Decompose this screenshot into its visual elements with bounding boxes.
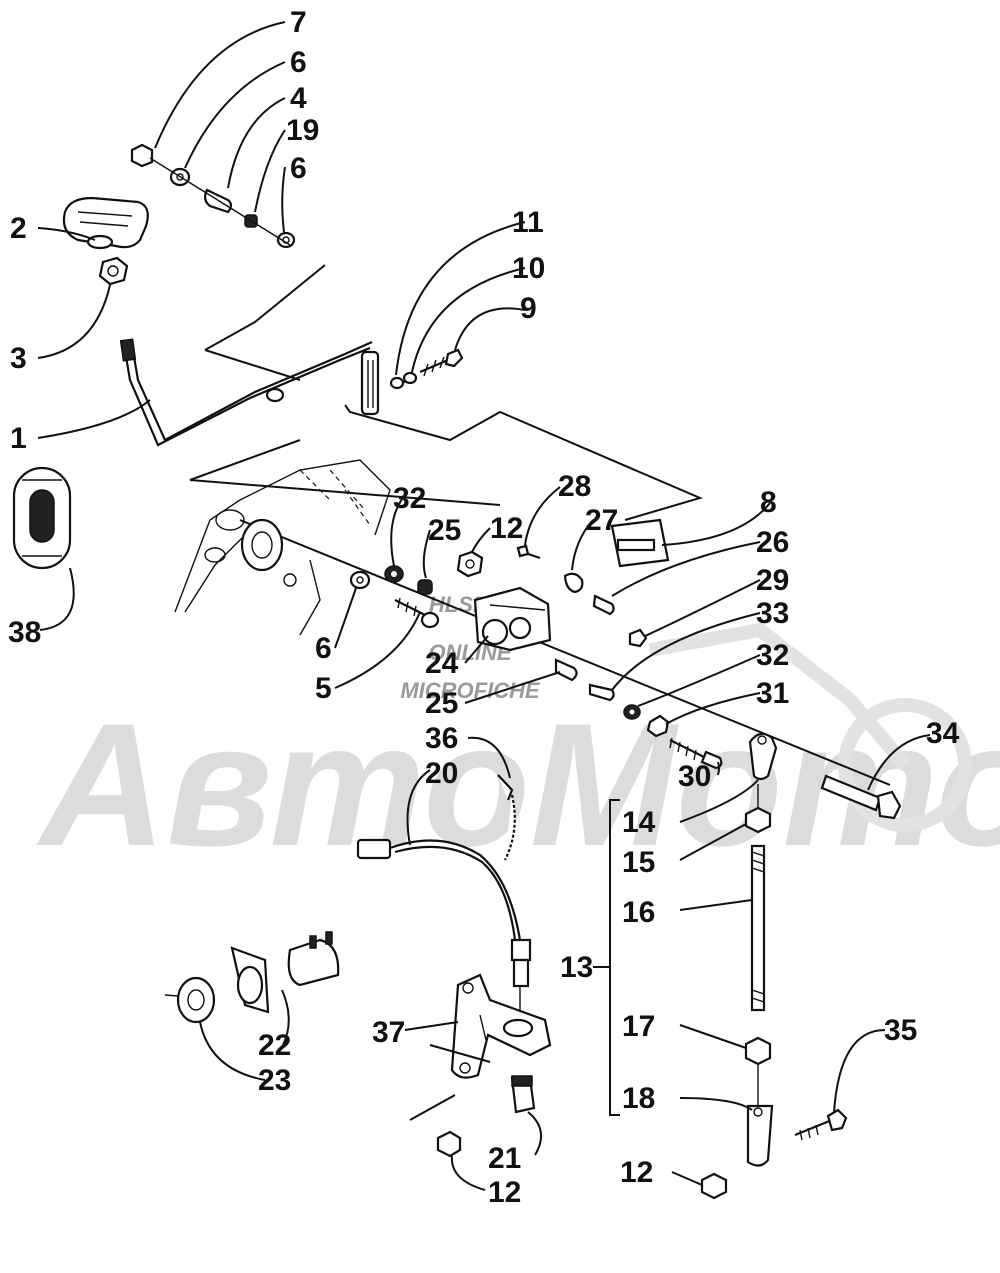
watermark-line-3: MICROFICHE <box>400 678 541 703</box>
callout-20: 20 <box>425 757 458 790</box>
callout-23: 23 <box>258 1064 291 1097</box>
bolt-9 <box>389 348 464 390</box>
callout-10: 10 <box>512 252 545 285</box>
callout-38: 38 <box>8 616 41 649</box>
callout-5: 5 <box>315 672 332 705</box>
wire-harness <box>356 774 532 1010</box>
callout-16: 16 <box>622 896 655 929</box>
bolt-30 <box>669 737 723 770</box>
engine-phantom <box>174 459 391 636</box>
nut-12-bottom <box>409 1044 491 1158</box>
leader-lines <box>37 21 931 1191</box>
callout-22: 22 <box>258 1029 291 1062</box>
callout-24: 24 <box>425 647 459 680</box>
callout-30: 30 <box>678 760 711 793</box>
callout-33: 33 <box>756 597 789 630</box>
callout-6: 6 <box>290 152 307 185</box>
callout-8: 8 <box>760 486 777 519</box>
callout-2: 2 <box>10 212 27 245</box>
callout-4: 4 <box>290 82 307 115</box>
slide-block-8 <box>610 518 670 568</box>
callout-19: 19 <box>286 114 319 147</box>
hardware-31-33 <box>554 658 670 738</box>
bolt-34 <box>820 774 902 820</box>
callout-17: 17 <box>622 1010 655 1043</box>
callout-12: 12 <box>490 512 523 545</box>
rubber-boot <box>12 466 72 570</box>
assembly-guides <box>189 264 891 786</box>
callout-21: 21 <box>488 1142 521 1175</box>
callout-15: 15 <box>622 846 655 879</box>
nut-3 <box>98 256 129 286</box>
group-bracket-13 <box>609 799 620 1116</box>
shift-lever <box>119 338 380 447</box>
callout-25: 25 <box>425 687 458 720</box>
callout-11: 11 <box>512 206 544 239</box>
callout-18: 18 <box>622 1082 655 1115</box>
tie-rod-assembly <box>744 732 778 1167</box>
callout-12: 12 <box>488 1176 521 1209</box>
callout-7: 7 <box>290 6 307 39</box>
callout-32: 32 <box>393 482 426 515</box>
callout-29: 29 <box>756 564 789 597</box>
callout-31: 31 <box>756 677 789 710</box>
callout-28: 28 <box>558 470 591 503</box>
callout-27: 27 <box>585 504 618 537</box>
callout-14: 14 <box>622 806 656 839</box>
callout-6: 6 <box>290 46 307 79</box>
callout-37: 37 <box>372 1016 405 1049</box>
callout-34: 34 <box>926 717 960 750</box>
callout-12: 12 <box>620 1156 653 1189</box>
switch-bracket <box>450 973 552 1079</box>
hardware-28-29 <box>516 544 648 648</box>
switch-22 <box>230 931 340 1014</box>
callout-32: 32 <box>756 639 789 672</box>
bolt-35 <box>794 1108 848 1141</box>
callout-6: 6 <box>315 632 332 665</box>
callout-labels: 7 6 4 19 6 2 3 1 11 10 9 38 32 25 12 28 … <box>8 6 960 1209</box>
callout-3: 3 <box>10 342 27 375</box>
switch-21 <box>510 1075 536 1114</box>
handle-grip <box>62 196 149 250</box>
callout-25: 25 <box>428 514 461 547</box>
nut-12-bottom-right <box>700 1172 728 1200</box>
callout-13: 13 <box>560 951 593 984</box>
watermark-motorcycle-icon <box>648 622 972 832</box>
callout-9: 9 <box>520 292 537 325</box>
top-hardware <box>130 143 296 249</box>
shift-bracket <box>456 550 552 652</box>
callout-35: 35 <box>884 1014 917 1047</box>
nut-23 <box>164 976 216 1024</box>
callout-26: 26 <box>756 526 789 559</box>
callout-36: 36 <box>425 722 458 755</box>
callout-1: 1 <box>10 422 27 455</box>
